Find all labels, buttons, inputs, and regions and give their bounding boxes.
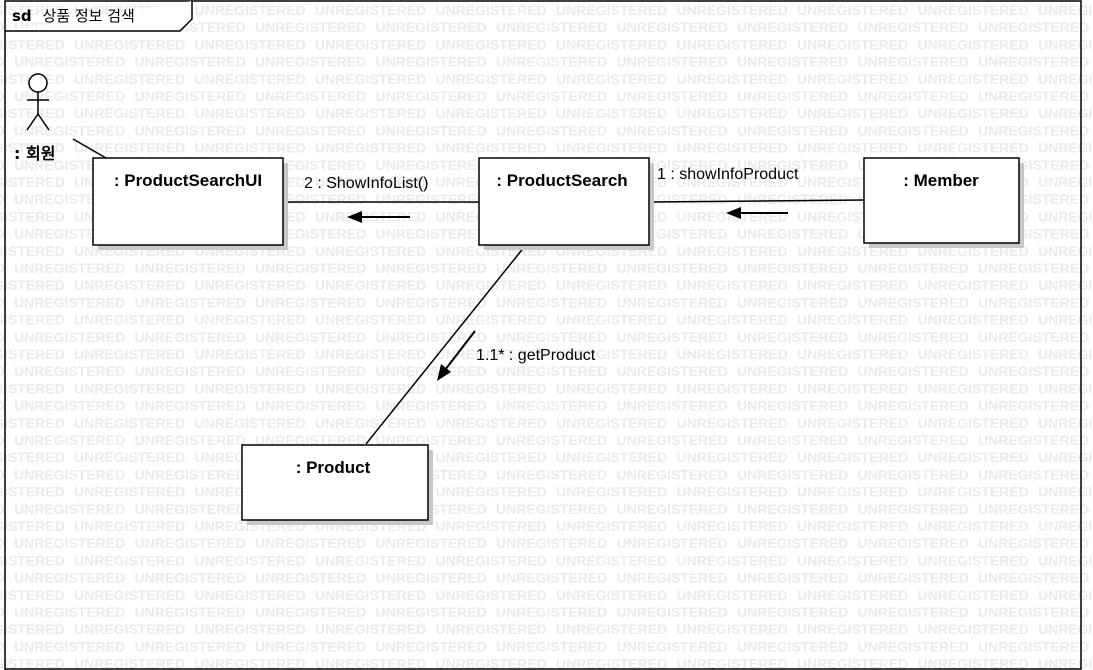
message-label: 1.1* : getProduct — [476, 347, 596, 364]
object-box — [241, 444, 429, 521]
object-box — [863, 157, 1020, 244]
links — [72, 138, 865, 445]
actor-head — [28, 73, 48, 93]
message-arrow-head — [437, 364, 451, 381]
actor-label: : 회원 — [14, 144, 55, 163]
message-arrow-head — [726, 207, 741, 219]
message-get-product[interactable]: 1.1* : getProduct — [437, 330, 596, 381]
svg-text:sd 상품 정보 검색: sd 상품 정보 검색 — [12, 7, 135, 25]
message-arrow-head — [347, 211, 362, 223]
message-show-info-list[interactable]: 2 : ShowInfoList() — [304, 175, 429, 223]
link-actor-ui[interactable] — [72, 138, 107, 159]
object-label: : Member — [903, 171, 979, 190]
message-label: 1 : showInfoProduct — [657, 166, 799, 183]
message-label: 2 : ShowInfoList() — [304, 175, 429, 192]
link-search-member[interactable] — [648, 199, 865, 203]
object-label: : Product — [296, 458, 371, 477]
actor-left-leg — [26, 113, 39, 131]
message-show-info-product[interactable]: 1 : showInfoProduct — [657, 166, 799, 219]
frame-keyword: sd — [12, 7, 32, 25]
object-product-search-ui[interactable]: : ProductSearchUI — [92, 157, 288, 250]
actor-right-leg — [37, 113, 50, 131]
object-label: : ProductSearchUI — [114, 171, 262, 190]
object-box — [92, 157, 284, 246]
object-box — [478, 157, 650, 246]
link-search-product[interactable] — [365, 245, 526, 445]
sd-frame: sd 상품 정보 검색 — [4, 0, 1082, 670]
frame-border — [4, 0, 1082, 670]
frame-title: 상품 정보 검색 — [42, 7, 134, 25]
object-product-search[interactable]: : ProductSearch — [478, 157, 654, 250]
actor-member[interactable]: : 회원 — [14, 73, 55, 163]
object-product[interactable]: : Product — [241, 444, 433, 525]
message-arrow-shaft — [444, 330, 476, 371]
object-label: : ProductSearch — [496, 171, 627, 190]
frame-name-tab — [5, 1, 193, 32]
object-member[interactable]: : Member — [863, 157, 1024, 248]
